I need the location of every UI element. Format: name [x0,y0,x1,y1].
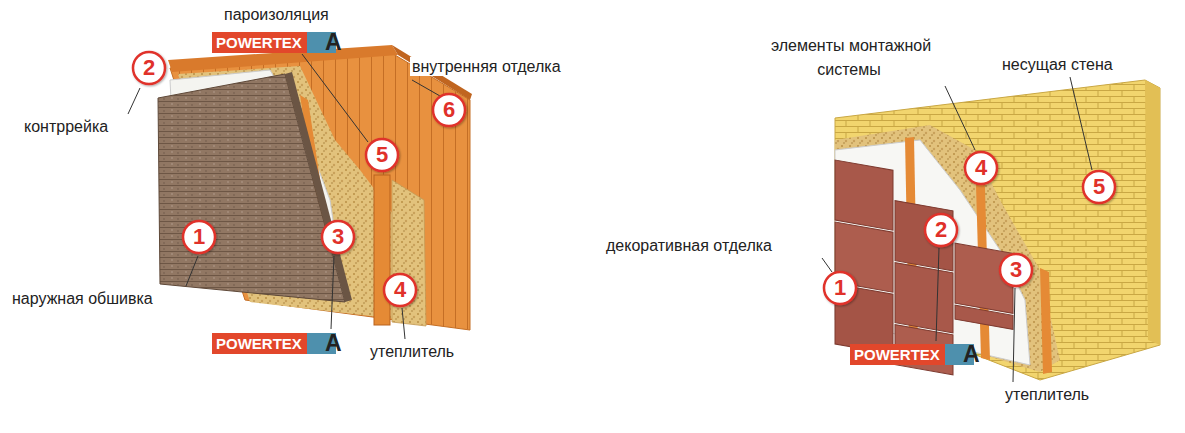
grade-letter: A [325,30,342,54]
part-label: наружная обшивка [10,289,155,308]
part-label: пароизоляция [222,5,331,24]
callout-number: 3 [321,220,355,254]
callout-number: 4 [383,273,417,307]
brand-logo: POWERTEX [212,32,336,53]
brand-logo: POWERTEX [212,333,336,354]
part-label: несущая стена [1000,55,1115,74]
brand-name: POWERTEX [212,32,306,53]
part-label: утеплитель [1003,385,1091,404]
callout-number: 6 [432,93,466,127]
callout-number: 2 [924,213,958,247]
callout-number: 3 [999,253,1033,287]
part-label: контррейка [22,117,110,136]
part-label: внутренняя отделка [410,57,563,76]
callout-number: 2 [132,51,166,85]
part-label: элементы монтажной системы [755,34,945,82]
callout-number: 4 [964,151,998,185]
part-label: утеплитель [368,342,456,361]
brand-name: POWERTEX [850,344,944,365]
callout-number: 5 [1082,170,1116,204]
grade-letter: A [325,331,342,355]
part-label: декоративная отделка [604,236,774,255]
callout-number: 5 [365,138,399,172]
brand-logo: POWERTEX [850,344,974,365]
grade-letter: A [963,342,980,366]
brand-name: POWERTEX [212,333,306,354]
callout-number: 1 [182,220,216,254]
callout-number: 1 [823,271,857,305]
